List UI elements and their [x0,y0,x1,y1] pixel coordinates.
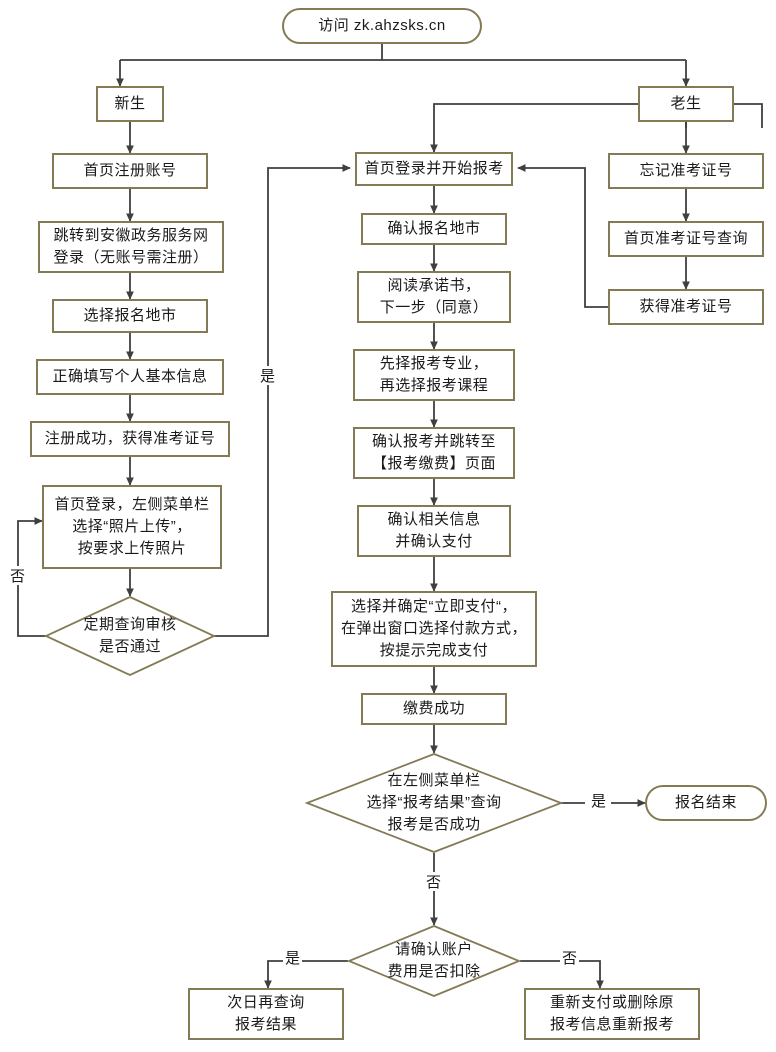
node-end-label: 报名结束 [674,794,737,812]
node-query-exam-number: 首页准考证号查询 [608,221,764,257]
node-pay-now-instructions-label: 选择并确定“立即支付“， 在弹出窗口选择付款方式， 按提示完成支付 [340,598,527,659]
edge-label-fee-yes: 是 [283,950,303,967]
node-fill-personal-info-label: 正确填写个人基本信息 [52,368,208,386]
edge-label-audit-yes: 是 [258,366,275,385]
node-old-student-label: 老生 [670,95,702,113]
node-confirm-apply-goto-payment: 确认报考并跳转至 【报考缴费】页面 [353,427,515,479]
edge-label-fee-no: 否 [560,950,580,967]
node-register-success: 注册成功，获得准考证号 [30,421,230,457]
node-confirm-info-payment-label: 确认相关信息 并确认支付 [387,511,481,550]
node-jump-gov-portal: 跳转到安徽政务服务网 登录（无账号需注册） [38,221,224,273]
node-recheck-next-day: 次日再查询 报考结果 [188,988,344,1040]
node-forgot-exam-number-label: 忘记准考证号 [639,162,733,180]
node-audit-check-label: 定期查询审核 是否通过 [83,616,177,655]
node-upload-photo-label: 首页登录，左侧菜单栏 选择“照片上传”， 按要求上传照片 [54,496,210,557]
node-query-exam-number-label: 首页准考证号查询 [623,230,748,248]
node-select-city-label: 选择报名地市 [83,307,177,325]
node-confirm-city-label: 确认报名地市 [387,220,481,238]
node-got-exam-number-label: 获得准考证号 [639,298,733,316]
node-forgot-exam-number: 忘记准考证号 [608,153,764,189]
node-select-major-courses-label: 先择报考专业， 再选择报考课程 [379,355,489,394]
node-audit-check: 定期查询审核 是否通过 [43,596,217,676]
node-payment-success: 缴费成功 [361,693,507,725]
node-start: 访问 zk.ahzsks.cn [282,8,482,44]
edge-label-result-no: 否 [424,872,441,891]
node-repay-or-reapply-label: 重新支付或删除原 报考信息重新报考 [549,994,674,1033]
node-new-student: 新生 [96,86,164,122]
node-register-account: 首页注册账号 [52,153,208,189]
edge-label-result-yes: 是 [589,793,609,810]
node-check-fee-deducted-label: 请确认账户 费用是否扣除 [387,941,481,980]
node-repay-or-reapply: 重新支付或删除原 报考信息重新报考 [524,988,700,1040]
node-jump-gov-portal-label: 跳转到安徽政务服务网 登录（无账号需注册） [53,227,209,266]
node-check-apply-result-label: 在左侧菜单栏 选择“报考结果”查询 报考是否成功 [366,772,502,833]
node-login-start-apply: 首页登录并开始报考 [355,152,513,186]
node-new-student-label: 新生 [114,95,146,113]
node-upload-photo: 首页登录，左侧菜单栏 选择“照片上传”， 按要求上传照片 [42,485,222,569]
node-register-account-label: 首页注册账号 [83,162,177,180]
node-old-student: 老生 [638,86,734,122]
node-confirm-city: 确认报名地市 [361,213,507,245]
node-recheck-next-day-label: 次日再查询 报考结果 [227,994,305,1033]
node-end: 报名结束 [645,785,767,821]
node-fill-personal-info: 正确填写个人基本信息 [36,359,224,395]
node-payment-success-label: 缴费成功 [402,700,465,718]
node-select-city: 选择报名地市 [52,299,208,333]
node-select-major-courses: 先择报考专业， 再选择报考课程 [353,349,515,401]
node-got-exam-number: 获得准考证号 [608,289,764,325]
node-check-fee-deducted: 请确认账户 费用是否扣除 [346,925,522,997]
node-read-commitment-label: 阅读承诺书， 下一步（同意） [379,277,489,316]
node-start-label: 访问 zk.ahzsks.cn [318,17,446,35]
node-register-success-label: 注册成功，获得准考证号 [44,430,216,448]
edge-label-audit-no: 否 [8,566,25,585]
node-check-apply-result: 在左侧菜单栏 选择“报考结果”查询 报考是否成功 [304,753,564,853]
node-pay-now-instructions: 选择并确定“立即支付“， 在弹出窗口选择付款方式， 按提示完成支付 [331,591,537,667]
node-confirm-info-payment: 确认相关信息 并确认支付 [357,505,511,557]
node-login-start-apply-label: 首页登录并开始报考 [364,160,504,178]
node-read-commitment: 阅读承诺书， 下一步（同意） [357,271,511,323]
node-confirm-apply-goto-payment-label: 确认报考并跳转至 【报考缴费】页面 [371,433,496,472]
